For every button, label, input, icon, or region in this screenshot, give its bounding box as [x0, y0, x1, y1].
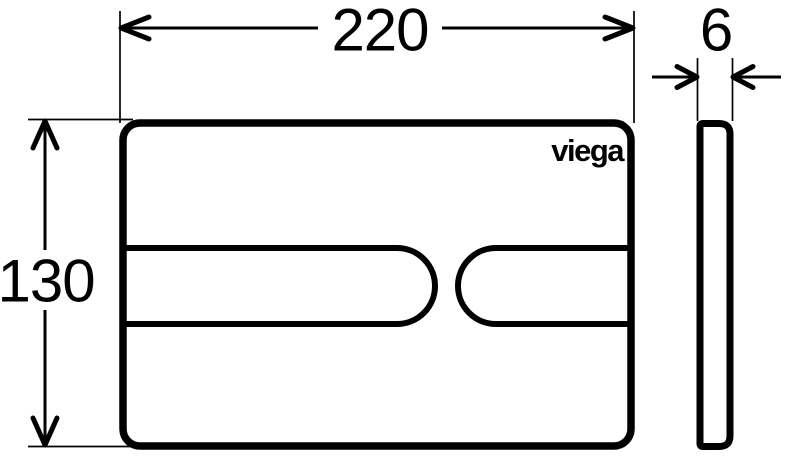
arrowhead-inward-left-icon — [674, 64, 700, 90]
dimension-width: 220 — [118, 0, 636, 123]
arrowhead-inward-right-icon — [730, 64, 756, 90]
arrowhead-right-icon — [602, 14, 636, 42]
flush-button-small-outline — [455, 245, 629, 327]
height-dimension-label: 130 — [0, 248, 95, 315]
flush-button-large-outline — [126, 245, 438, 327]
arrowhead-left-icon — [118, 14, 152, 42]
flush-plate-outline — [119, 119, 635, 450]
side-view — [696, 120, 734, 450]
front-view: viega — [119, 119, 635, 450]
arrowhead-up-icon — [30, 118, 60, 151]
side-profile-outline — [696, 120, 734, 450]
dimension-depth: 6 — [652, 0, 781, 121]
arrowhead-down-icon — [30, 415, 60, 448]
brand-logo: viega — [551, 133, 625, 168]
dimension-height: 130 — [0, 118, 152, 448]
depth-dimension-label: 6 — [700, 0, 732, 64]
width-dimension-label: 220 — [331, 0, 428, 64]
